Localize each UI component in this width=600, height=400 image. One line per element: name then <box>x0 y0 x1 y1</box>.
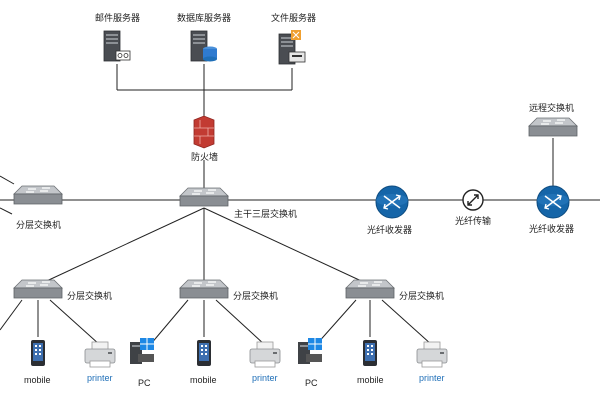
label-printer: printer <box>419 373 445 383</box>
label-access-switch: 分层交换机 <box>16 221 62 231</box>
remote-switch-icon <box>528 117 578 137</box>
printer-icon <box>416 341 448 368</box>
mail-server-icon <box>103 30 131 62</box>
label-mobile: mobile <box>357 375 384 385</box>
label-printer: printer <box>252 373 278 383</box>
firewall-icon <box>193 115 215 149</box>
core-switch-icon <box>179 187 229 207</box>
label-transceiver: 光纤收发器 <box>367 226 413 236</box>
label-transceiver: 光纤收发器 <box>529 225 575 235</box>
label-pc: PC <box>305 378 318 388</box>
label-core-switch: 主干三层交换机 <box>234 210 298 220</box>
label-access-switch: 分层交换机 <box>67 292 113 302</box>
connection-lines <box>0 64 600 346</box>
access-switch-icon <box>13 185 63 205</box>
label-fiber: 光纤传输 <box>455 217 492 227</box>
label-access-switch: 分层交换机 <box>233 292 279 302</box>
mobile-icon <box>197 340 211 366</box>
mobile-icon <box>363 340 377 366</box>
label-firewall: 防火墙 <box>191 153 219 163</box>
printer-icon <box>249 341 281 368</box>
label-db-server: 数据库服务器 <box>177 14 232 24</box>
mobile-icon <box>31 340 45 366</box>
label-mobile: mobile <box>24 375 51 385</box>
label-mobile: mobile <box>190 375 217 385</box>
label-printer: printer <box>87 373 113 383</box>
label-remote-switch: 远程交换机 <box>529 104 575 114</box>
label-mail-server: 邮件服务器 <box>95 14 141 24</box>
label-access-switch: 分层交换机 <box>399 292 445 302</box>
access-switch-icon <box>179 279 229 299</box>
transceiver-icon <box>375 185 409 219</box>
label-pc: PC <box>138 378 151 388</box>
printer-icon <box>84 341 116 368</box>
access-switch-icon <box>345 279 395 299</box>
access-switch-icon <box>13 279 63 299</box>
pc-icon <box>129 337 155 365</box>
database-server-icon <box>190 30 217 62</box>
pc-icon <box>297 337 323 365</box>
transceiver-icon <box>536 185 570 219</box>
file-server-icon <box>278 30 306 65</box>
fiber-icon <box>462 189 484 211</box>
label-file-server: 文件服务器 <box>271 14 317 24</box>
